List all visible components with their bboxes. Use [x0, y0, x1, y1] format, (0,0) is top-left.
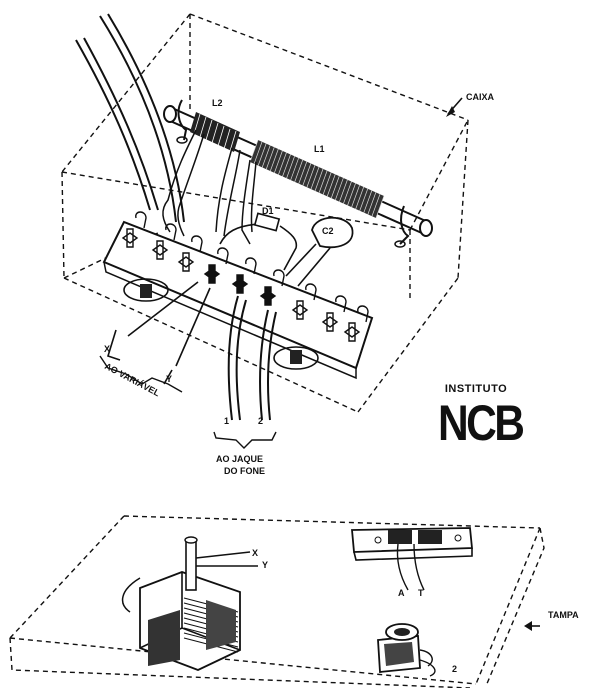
l1-winding: [322, 172, 332, 195]
l1-winding: [347, 183, 356, 206]
terminal-lug: [203, 247, 229, 284]
terminal-lug: [177, 235, 203, 272]
l1-winding: [375, 195, 385, 219]
diode-d1: [219, 212, 298, 271]
terminal-lug: [151, 223, 177, 260]
coil-leads: [162, 129, 257, 245]
c2-label: C2: [322, 226, 334, 236]
x-upper-label: X: [104, 344, 110, 354]
l1-winding: [290, 157, 299, 181]
l1-winding: [367, 192, 377, 215]
l1-winding: [274, 150, 283, 173]
l1-winding: [286, 156, 295, 179]
do-fone-label: DO FONE: [224, 466, 265, 476]
caixa-box-outline: [61, 13, 469, 413]
terminal-lug: [343, 305, 369, 342]
x-lower-label: X: [252, 548, 258, 558]
headphone-jack: [377, 623, 436, 677]
l1-winding: [310, 166, 320, 190]
wires-to-variavel: [99, 281, 211, 393]
ao-jaque-label: AO JAQUE: [216, 454, 263, 464]
l1-winding: [306, 165, 316, 188]
tampa-pointer: [524, 621, 540, 631]
l1-winding: [261, 145, 271, 168]
antenna-wires: [75, 13, 185, 223]
l1-winding: [339, 179, 348, 202]
capacitor-c2: [285, 216, 354, 287]
coil-l1: [249, 139, 385, 219]
l1-winding: [302, 163, 312, 186]
logo-top-text: INSTITUTO: [444, 383, 508, 395]
l1-winding: [343, 181, 352, 204]
l1-winding: [371, 194, 381, 217]
terminal-strip: [102, 211, 374, 380]
instituto-ncb-logo: INSTITUTO NCB: [436, 383, 525, 463]
l1-winding: [298, 161, 308, 184]
l1-winding: [269, 148, 279, 172]
terminal-lug: [231, 257, 257, 294]
l1-winding: [253, 141, 263, 164]
mounting-screws: [123, 278, 319, 370]
variable-capacitor: [121, 536, 258, 671]
wires-to-jaque: [213, 295, 277, 449]
l1-winding: [249, 139, 259, 163]
terminal-lug: [121, 211, 147, 248]
l1-winding: [355, 186, 365, 210]
l1-winding: [294, 159, 304, 182]
caixa-pointer: [446, 97, 463, 117]
l1-winding: [278, 152, 287, 175]
y-upper-label: Y: [166, 374, 172, 384]
jack-2-label: 2: [452, 664, 457, 674]
wire-1-label: 1: [224, 416, 229, 426]
l1-winding: [359, 188, 369, 211]
l2-label: L2: [212, 98, 223, 108]
ao-variavel-label: AO VARIÁVEL: [103, 361, 162, 399]
coil-l2: [190, 112, 240, 152]
terminal-lug: [321, 295, 347, 332]
caixa-label: CAIXA: [466, 92, 495, 102]
l1-winding: [326, 174, 336, 197]
l1-winding: [265, 147, 275, 170]
t-label: T: [418, 588, 424, 598]
tampa-box-outline: [9, 515, 545, 688]
wire-2-label: 2: [258, 416, 263, 426]
rod-clips: [176, 99, 410, 248]
logo-main-text: NCB: [438, 395, 525, 451]
l1-winding: [257, 143, 267, 166]
l1-winding: [282, 154, 291, 177]
a-label: A: [398, 588, 405, 598]
jack-socket: [351, 527, 473, 591]
l1-winding: [351, 185, 360, 208]
l1-winding: [363, 190, 373, 213]
l1-winding: [335, 177, 344, 201]
d1-label: D1: [262, 206, 274, 216]
terminal-lug: [259, 269, 285, 306]
l1-label: L1: [314, 144, 325, 154]
l1-winding: [330, 176, 340, 199]
l1-winding: [314, 168, 324, 192]
l1-winding: [318, 170, 328, 193]
tampa-label: TAMPA: [548, 610, 579, 620]
terminal-lug: [291, 283, 317, 320]
y-lower-label: Y: [262, 560, 268, 570]
